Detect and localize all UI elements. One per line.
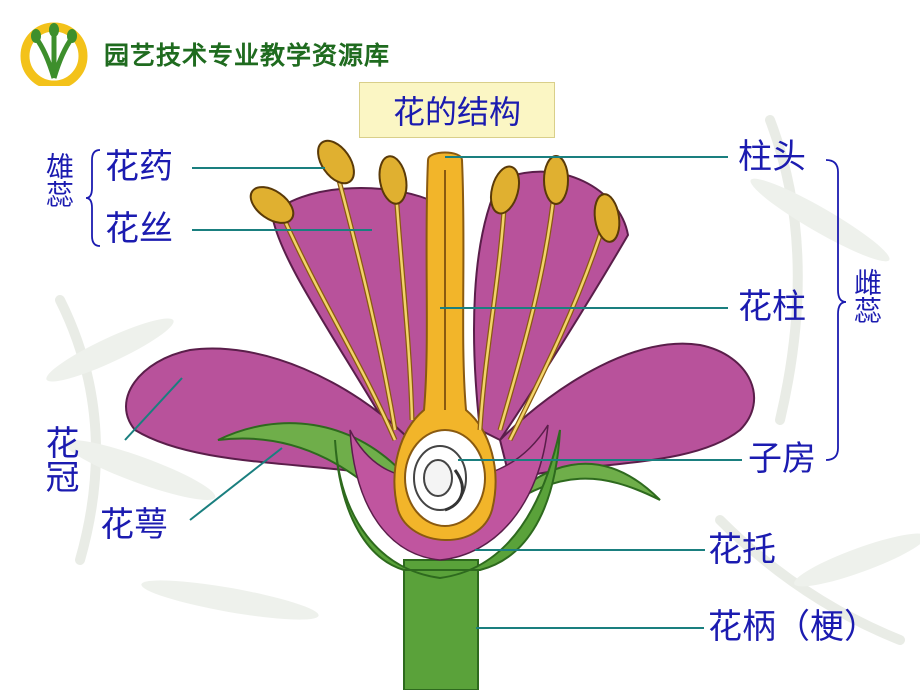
leader-lines [124, 156, 742, 629]
label-pedicel: 花柄（梗） [708, 607, 878, 647]
header-title: 园艺技术专业教学资源库 [104, 41, 391, 70]
stamen-bracket [85, 149, 101, 247]
label-calyx: 花萼 [100, 505, 168, 545]
pistil-bracket [825, 159, 847, 461]
anthers [249, 139, 621, 243]
label-style: 花柱 [738, 287, 806, 327]
receptacle-shape [334, 429, 561, 580]
diagram-title: 花的结构 [359, 82, 555, 138]
label-ovary: 子房 [748, 439, 816, 479]
label-stigma: 柱头 [738, 137, 806, 177]
label-pistil: 雌蕊 [850, 268, 883, 324]
logo-icon [20, 22, 88, 86]
label-filament: 花丝 [105, 209, 173, 249]
label-anther: 花药 [105, 147, 173, 187]
petal-back-right [473, 170, 630, 442]
label-corolla: 花冠 [39, 425, 79, 493]
petal-right [498, 342, 756, 482]
label-stamen: 雄蕊 [42, 152, 75, 208]
label-receptacle: 花托 [708, 530, 776, 570]
pedicel-shape [403, 559, 479, 690]
